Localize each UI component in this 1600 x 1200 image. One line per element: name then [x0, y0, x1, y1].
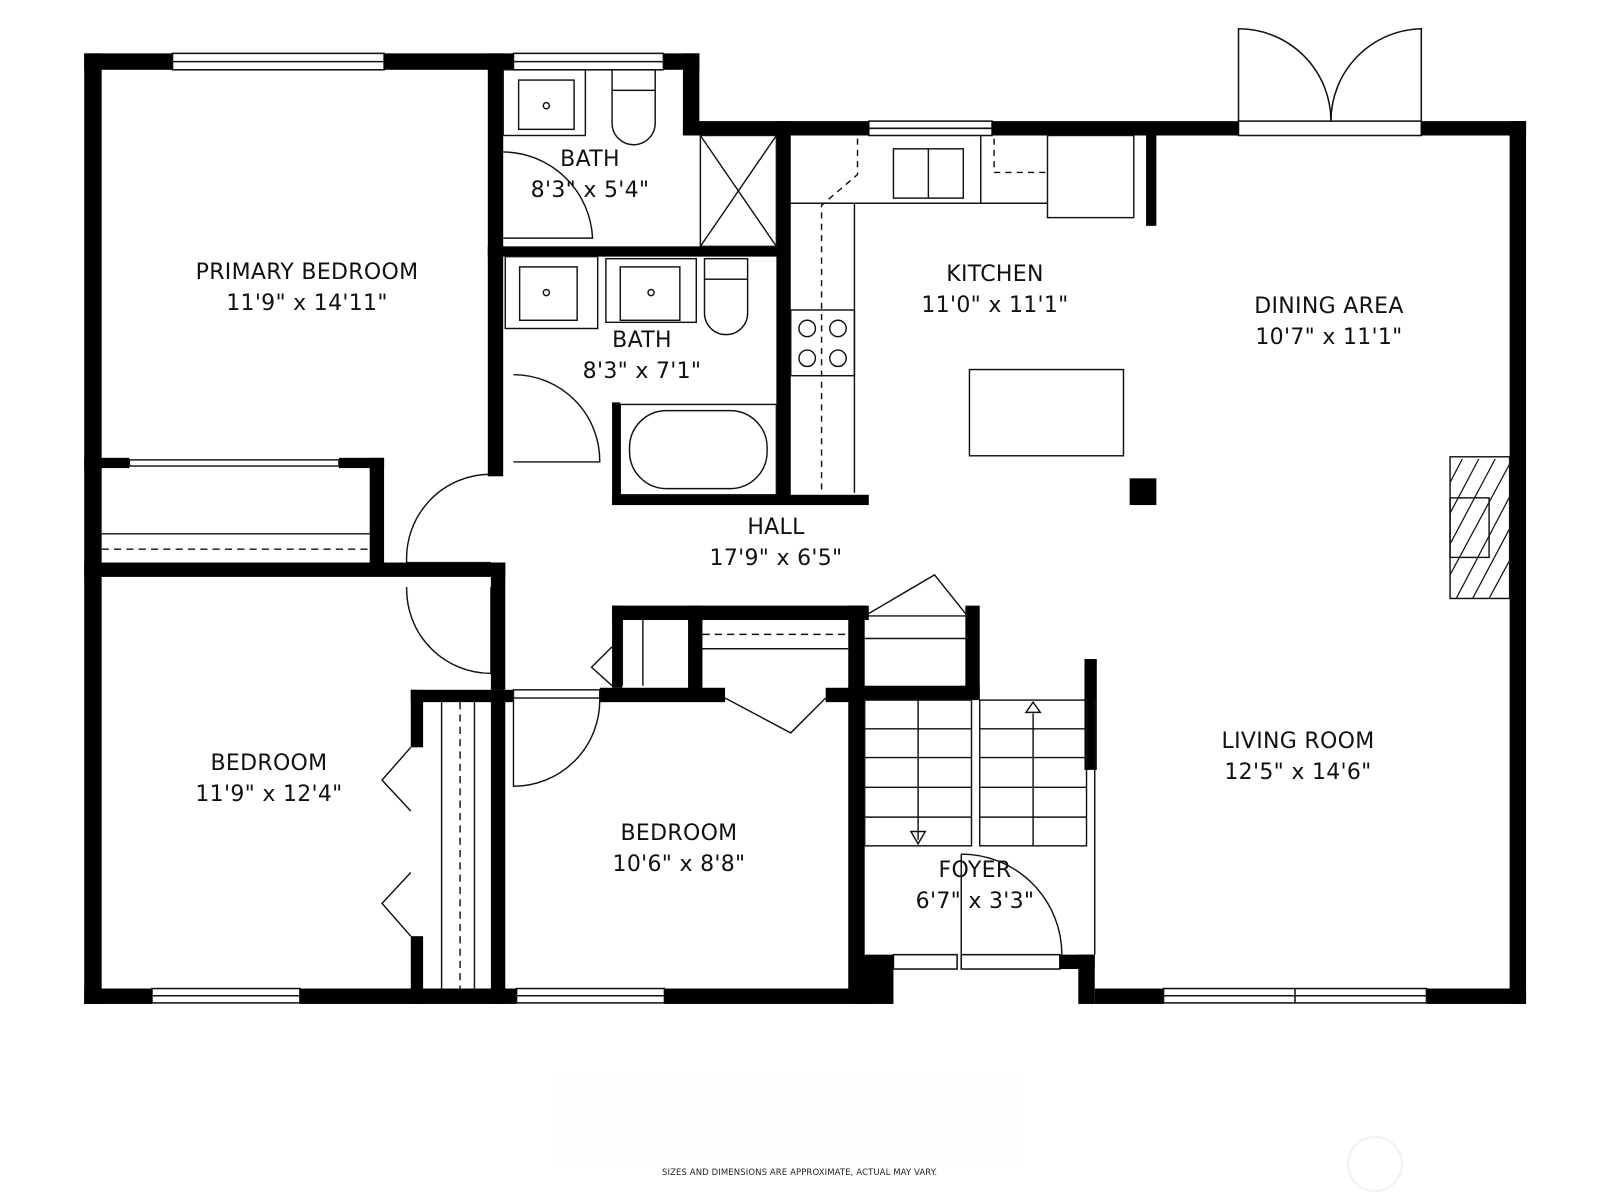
- room-label-bath-2: BATH 8'3" x 7'1": [583, 325, 702, 387]
- room-dimensions: 8'3" x 5'4": [530, 178, 650, 203]
- room-name: FOYER: [938, 858, 1012, 883]
- room-name: BATH: [612, 328, 672, 353]
- room-label-living-room: LIVING ROOM 12'5" x 14'6": [1222, 726, 1375, 788]
- room-dimensions: 6'7" x 3'3": [915, 889, 1035, 914]
- room-label-kitchen: KITCHEN 11'0" x 11'1": [921, 259, 1068, 321]
- room-label-dining-area: DINING AREA 10'7" x 11'1": [1254, 291, 1403, 353]
- room-dimensions: 17'9" x 6'5": [709, 546, 843, 571]
- room-dimensions: 11'9" x 12'4": [195, 782, 343, 807]
- room-dimensions: 10'7" x 11'1": [1255, 325, 1403, 350]
- room-name: DINING AREA: [1254, 294, 1404, 319]
- room-name: KITCHEN: [946, 262, 1044, 287]
- room-label-bedroom-2: BEDROOM 10'6" x 8'8": [613, 818, 746, 880]
- room-dimensions: 12'5" x 14'6": [1224, 760, 1372, 785]
- room-name: PRIMARY BEDROOM: [195, 260, 419, 285]
- room-name: BEDROOM: [620, 821, 738, 846]
- room-dimensions: 8'3" x 7'1": [582, 359, 702, 384]
- room-name: BEDROOM: [210, 751, 328, 776]
- room-label-primary-bedroom: PRIMARY BEDROOM 11'9" x 14'11": [196, 257, 419, 319]
- room-dimensions: 11'0" x 11'1": [921, 293, 1069, 318]
- room-name: BATH: [560, 147, 620, 172]
- room-dimensions: 11'9" x 14'11": [226, 291, 388, 316]
- room-label-foyer: FOYER 6'7" x 3'3": [916, 855, 1035, 917]
- room-label-bath-1: BATH 8'3" x 5'4": [531, 144, 650, 206]
- room-label-hall: HALL 17'9" x 6'5": [710, 512, 843, 574]
- watermark-logo: [1347, 1136, 1403, 1192]
- room-label-bedroom-1: BEDROOM 11'9" x 12'4": [195, 748, 342, 810]
- disclaimer-text: SIZES AND DIMENSIONS ARE APPROXIMATE, AC…: [662, 1168, 938, 1178]
- room-name: LIVING ROOM: [1221, 729, 1375, 754]
- room-dimensions: 10'6" x 8'8": [612, 852, 746, 877]
- blank-panel: [558, 1072, 1018, 1164]
- room-name: HALL: [747, 515, 805, 540]
